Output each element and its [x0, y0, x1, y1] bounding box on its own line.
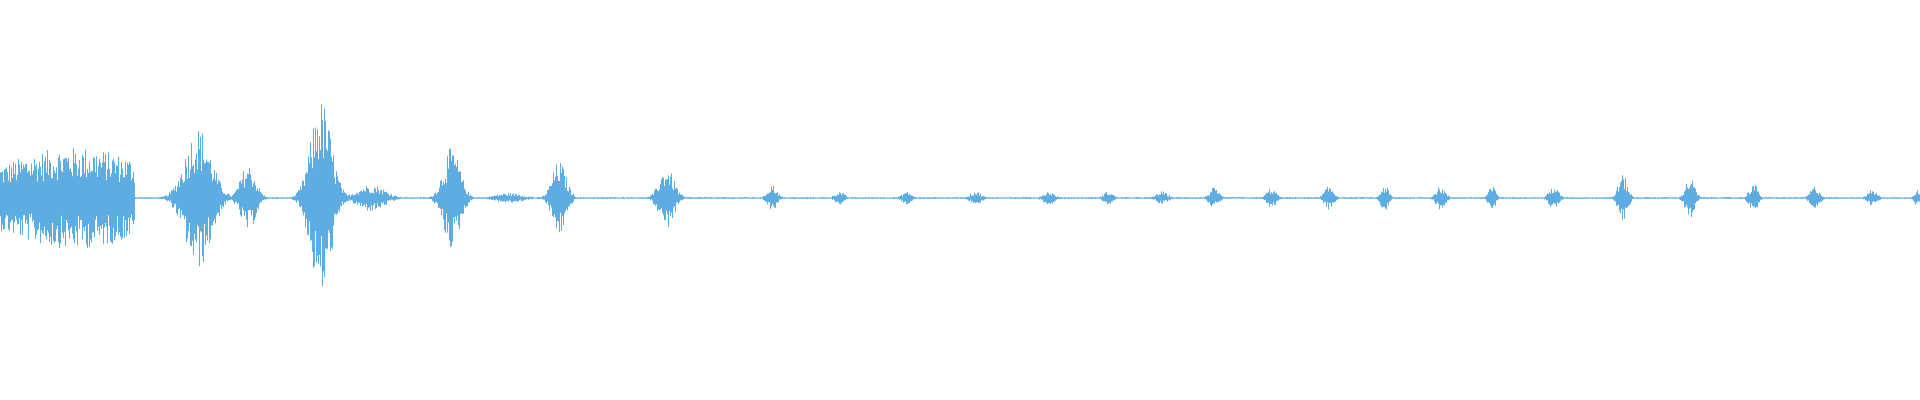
- waveform-samples: [0, 104, 1920, 287]
